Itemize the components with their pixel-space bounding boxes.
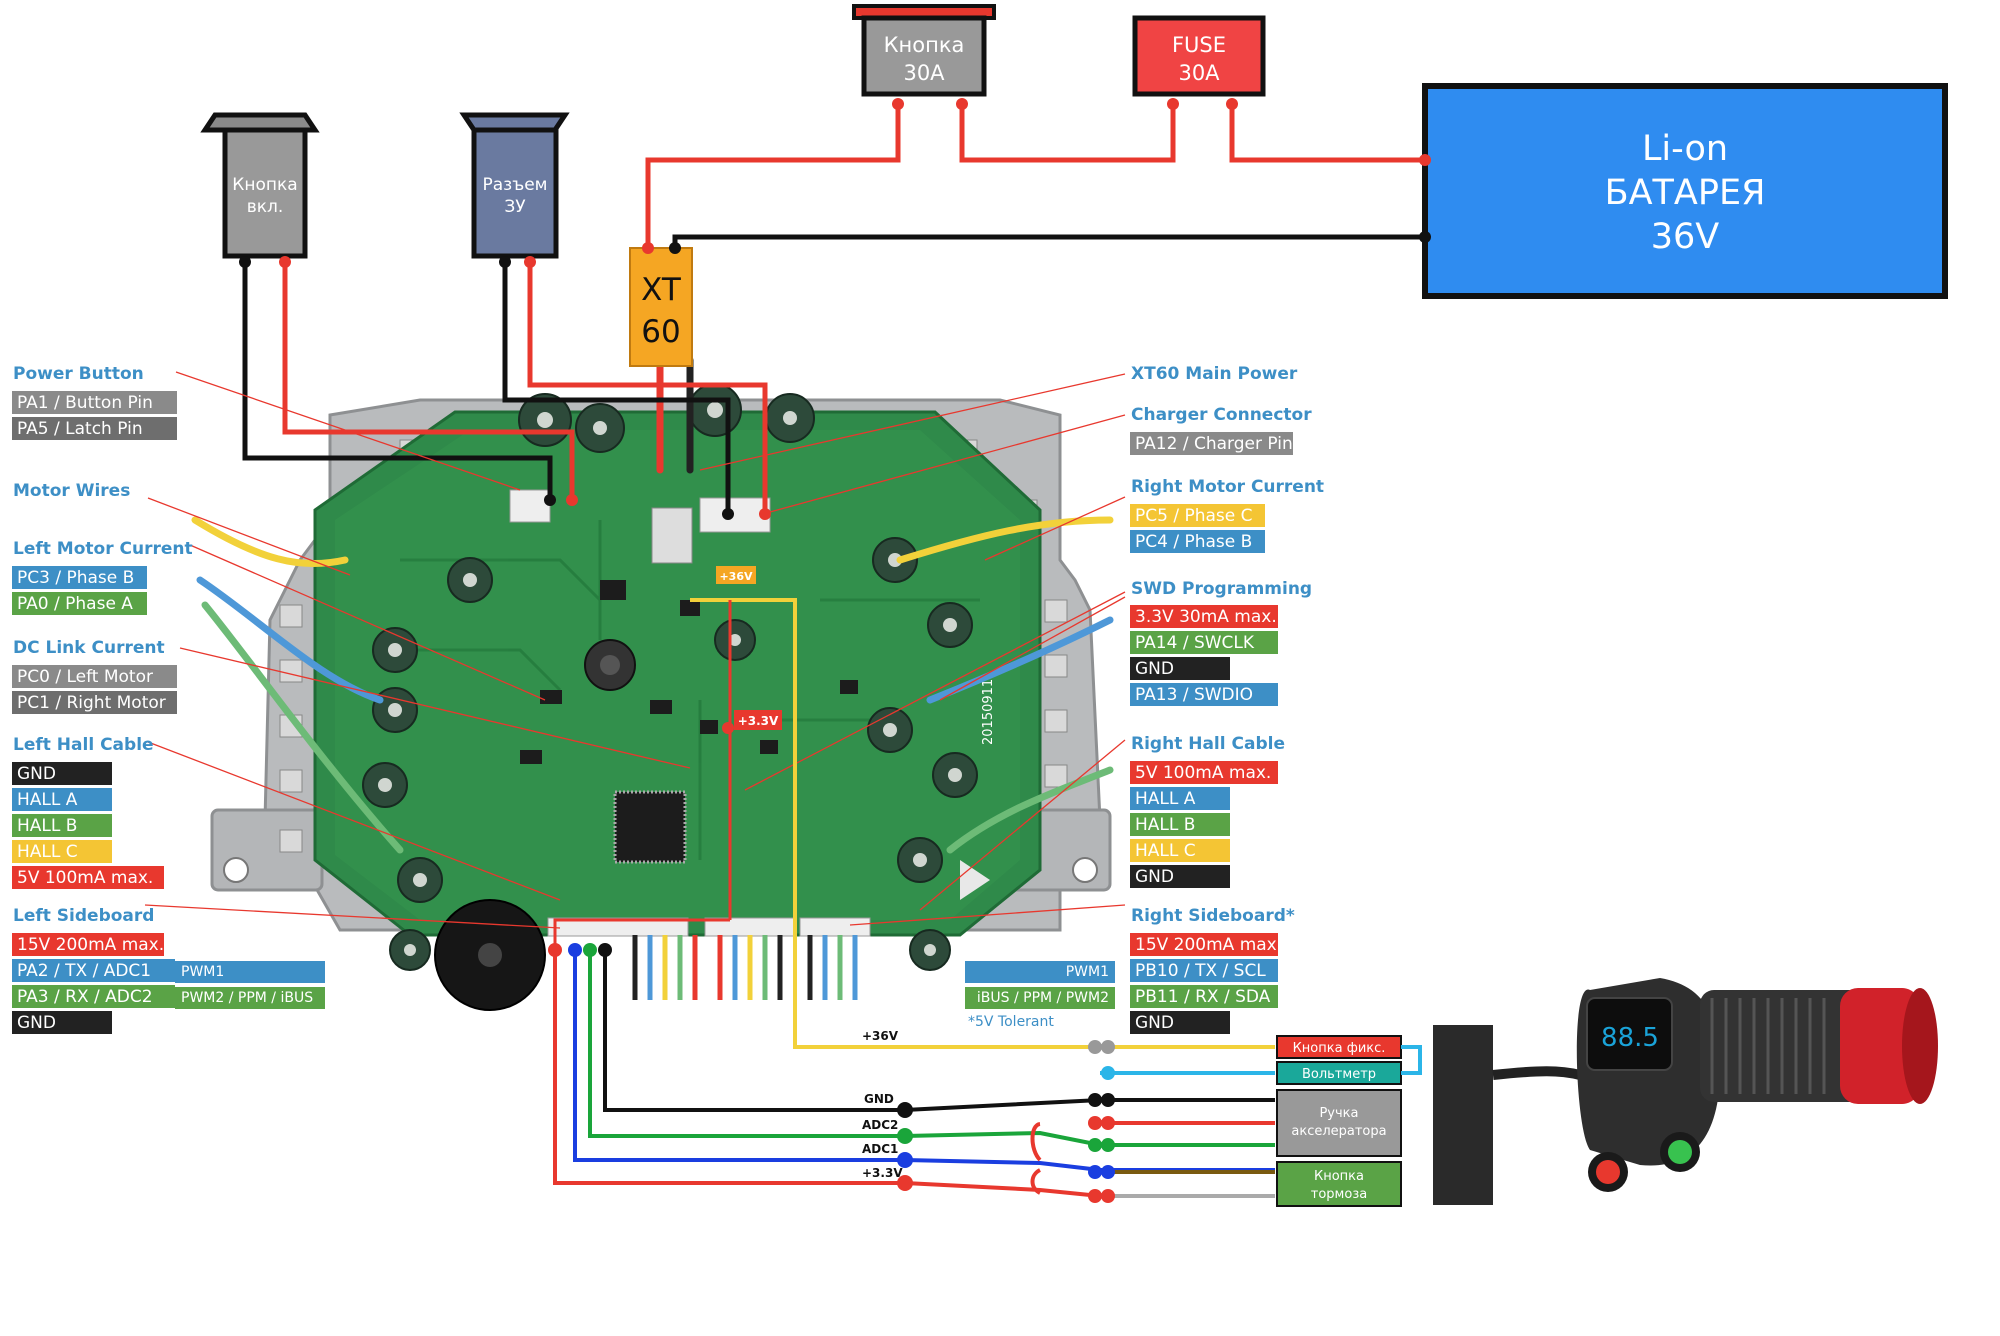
- svg-text:Разъем: Разъем: [482, 175, 547, 195]
- motor-wires: [191, 356, 1114, 854]
- svg-text:+36V: +36V: [719, 570, 753, 583]
- left-hall-pin-gnd: GND: [12, 762, 112, 785]
- left-motor-current-title: Left Motor Current: [13, 539, 193, 559]
- svg-text:XT: XT: [641, 272, 682, 308]
- right-hall-pin-b: HALL B: [1130, 813, 1230, 836]
- svg-text:вкл.: вкл.: [247, 197, 284, 217]
- right-sideboard-ext-1: PWM1: [965, 961, 1115, 983]
- right-sideboard-pin-rx: PB11 / RX / SDA: [1130, 985, 1278, 1008]
- svg-text:Кнопка: Кнопка: [232, 175, 297, 195]
- box-button-fix: Кнопка фикс.: [1293, 1041, 1386, 1056]
- right-hall-pin-a: HALL A: [1130, 787, 1230, 810]
- board-tag-33v: +3.3V: [734, 710, 782, 730]
- board-tag-36v: +36V: [716, 566, 756, 584]
- swd-title: SWD Programming: [1131, 579, 1313, 599]
- main-switch-30a: Кнопка 30А: [852, 4, 996, 97]
- left-sideboard-ext-2: PWM2 / PPM / iBUS: [175, 987, 325, 1009]
- throttle-dots: [548, 722, 1115, 1203]
- power-button-switch: Кнопка вкл.: [200, 112, 320, 259]
- charger-connector-title: Charger Connector: [1131, 405, 1312, 425]
- right-hall-pin-c: HALL C: [1130, 839, 1230, 862]
- xt60-main-title: XT60 Main Power: [1131, 364, 1298, 384]
- left-hall-pin-5v: 5V 100mA max.: [12, 866, 164, 889]
- xt60-connector: XT 60: [629, 247, 693, 367]
- throttle-wiring: [553, 598, 1275, 1198]
- right-hall-title: Right Hall Cable: [1131, 734, 1285, 754]
- dc-link-title: DC Link Current: [13, 638, 165, 658]
- svg-text:Li-on: Li-on: [1642, 129, 1728, 169]
- swd-pin-gnd: GND: [1130, 657, 1230, 680]
- box-brake-line1: Кнопка: [1314, 1169, 1364, 1184]
- charger-connector-pin: PA12 / Charger Pin: [1130, 432, 1293, 455]
- svg-text:60: 60: [641, 314, 680, 350]
- left-sideboard-pin-tx: PA2 / TX / ADC1: [12, 959, 175, 982]
- right-sideboard-pin-15v: 15V 200mA max.: [1130, 933, 1282, 956]
- throttle-wire-labels: +36V GND ADC2 ADC1 +3.3V: [862, 1029, 903, 1180]
- left-sideboard-pin-rx: PA3 / RX / ADC2: [12, 985, 175, 1008]
- left-hall-pin-b: HALL B: [12, 814, 112, 837]
- svg-text:36V: 36V: [1651, 217, 1720, 257]
- connection-dots: [239, 98, 1431, 520]
- right-motor-current-title: Right Motor Current: [1131, 477, 1325, 497]
- svg-text:ЗУ: ЗУ: [504, 197, 526, 217]
- svg-text:30А: 30А: [903, 61, 945, 85]
- right-motor-current-pin-1: PC5 / Phase C: [1130, 504, 1265, 527]
- svg-text:БАТАРЕЯ: БАТАРЕЯ: [1605, 173, 1766, 213]
- swd-pin-3v3: 3.3V 30mA max.: [1130, 605, 1278, 628]
- left-hall-pin-a: HALL A: [12, 788, 112, 811]
- right-motor-current-pin-2: PC4 / Phase B: [1130, 530, 1265, 553]
- svg-text:Кнопка: Кнопка: [884, 33, 965, 57]
- right-hall-pin-gnd: GND: [1130, 865, 1230, 888]
- voltmeter-display: 88.5: [1601, 1023, 1659, 1053]
- wire-label-gnd: GND: [864, 1092, 894, 1106]
- left-hall-pin-c: HALL C: [12, 840, 112, 863]
- right-sideboard-ext-2: iBUS / PPM / PWM2: [965, 987, 1115, 1009]
- date-code: 20150911: [981, 679, 996, 745]
- motor-wires-title: Motor Wires: [13, 481, 131, 501]
- callout-lines: [144, 371, 1126, 929]
- right-sideboard-pin-tx: PB10 / TX / SCL: [1130, 959, 1278, 982]
- power-button-pin-1: PA1 / Button Pin: [12, 391, 177, 414]
- right-sideboard-pin-gnd: GND: [1130, 1011, 1230, 1034]
- right-sideboard-title: Right Sideboard*: [1131, 906, 1295, 926]
- right-hall-pin-5v: 5V 100mA max.: [1130, 761, 1278, 784]
- wire-label-36v: +36V: [862, 1029, 899, 1043]
- left-sideboard-pin-15v: 15V 200mA max.: [12, 933, 164, 956]
- sideboard-cables: [632, 935, 858, 1000]
- wire-label-adc1: ADC1: [862, 1142, 898, 1156]
- dc-link-pin-1: PC0 / Left Motor: [12, 665, 177, 688]
- wire-label-33v: +3.3V: [862, 1166, 903, 1180]
- swd-pin-swclk: PA14 / SWCLK: [1130, 631, 1278, 654]
- left-sideboard-title: Left Sideboard: [13, 906, 155, 926]
- box-throttle-line2: акселератора: [1291, 1124, 1386, 1139]
- fuse-30a: FUSE 30A: [1132, 15, 1266, 97]
- svg-text:FUSE: FUSE: [1172, 33, 1226, 57]
- left-motor-current-pin-1: PC3 / Phase B: [12, 566, 147, 589]
- left-sideboard-ext-1: PWM1: [175, 961, 325, 983]
- box-voltmeter: Вольтметр: [1302, 1067, 1376, 1082]
- dc-link-pin-2: PC1 / Right Motor: [12, 691, 177, 714]
- svg-text:30A: 30A: [1178, 61, 1220, 85]
- throttle-connectors: Кнопка фикс. Вольтметр Ручка акселератор…: [1276, 1035, 1422, 1207]
- controller-board: 20150911: [210, 383, 1112, 1011]
- swd-pin-swdio: PA13 / SWDIO: [1130, 683, 1278, 706]
- power-button-title: Power Button: [13, 364, 144, 384]
- left-hall-title: Left Hall Cable: [13, 735, 154, 755]
- box-brake-line2: тормоза: [1311, 1187, 1367, 1202]
- battery-36v: Li-on БАТАРЕЯ 36V: [1422, 83, 1948, 299]
- left-motor-current-pin-2: PA0 / Phase A: [12, 592, 147, 615]
- capacitors: [362, 383, 978, 971]
- charger-jack: Разъем ЗУ: [459, 112, 570, 259]
- box-throttle-line1: Ручка: [1319, 1106, 1358, 1121]
- wire-label-adc2: ADC2: [862, 1118, 898, 1132]
- left-sideboard-pin-gnd: GND: [12, 1011, 112, 1034]
- svg-text:+3.3V: +3.3V: [738, 714, 779, 728]
- throttle-handle: 88.5: [1433, 978, 1938, 1205]
- right-sideboard-note: *5V Tolerant: [968, 1014, 1054, 1030]
- power-button-pin-2: PA5 / Latch Pin: [12, 417, 177, 440]
